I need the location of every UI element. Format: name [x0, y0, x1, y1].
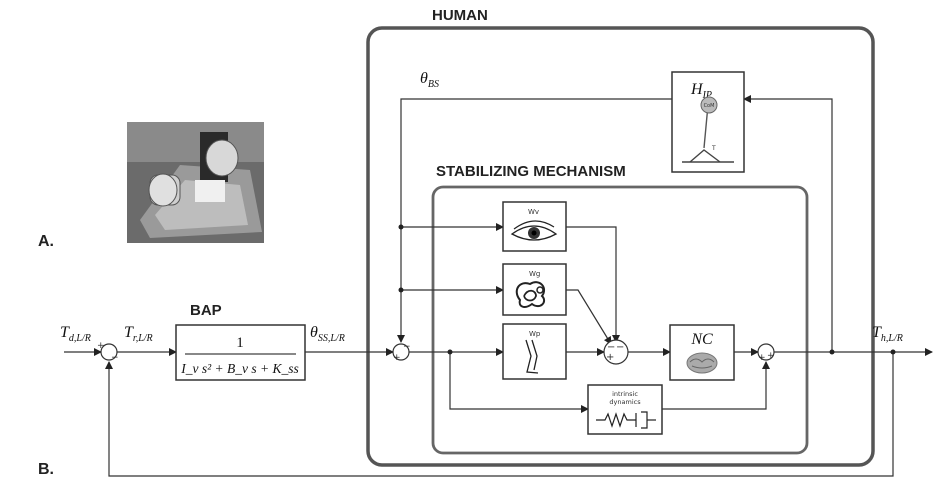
signal-th: Th,L/R: [872, 324, 903, 344]
signal-theta-bs: θBS: [420, 70, 439, 90]
svg-text:−: −: [616, 342, 624, 353]
proprioceptive-block: Wp: [502, 323, 567, 380]
panel-label-a: A.: [38, 233, 54, 250]
summing-junction-sensory: − − +: [603, 339, 629, 365]
svg-text:+: +: [767, 351, 775, 361]
svg-text:Wp: Wp: [529, 330, 541, 338]
svg-text:−: −: [403, 342, 411, 352]
svg-text:Tr,L/R: Tr,L/R: [124, 324, 153, 344]
nc-block: NC: [669, 324, 735, 381]
stabilizing-label: STABILIZING MECHANISM: [436, 163, 626, 180]
svg-text:intrinsic: intrinsic: [612, 390, 638, 398]
svg-text:+: +: [606, 352, 614, 363]
svg-text:NC: NC: [690, 331, 713, 348]
stabilizing-frame: [431, 185, 809, 455]
brain-icon: [686, 352, 718, 374]
signal-td: Td,L/R: [60, 324, 91, 344]
inverted-pendulum-icon: CoM T: [682, 96, 734, 163]
svg-text:−: −: [607, 342, 615, 353]
summing-junction-output: + +: [757, 343, 775, 363]
bap-denominator: I_v s² + B_v s + K_ss: [180, 361, 299, 376]
bap-block: [175, 324, 306, 381]
svg-text:+: +: [758, 353, 766, 363]
inner-ear-icon: [515, 281, 546, 308]
svg-text:Wv: Wv: [528, 208, 539, 216]
platform-photo: [127, 122, 264, 243]
svg-text:Th,L/R: Th,L/R: [872, 324, 903, 344]
bap-title: BAP: [190, 302, 222, 319]
svg-text:−: −: [111, 353, 119, 363]
panel-label-b: B.: [38, 461, 54, 478]
svg-text:HIP: HIP: [690, 81, 712, 101]
visual-block: Wv: [502, 201, 567, 252]
svg-text:+: +: [393, 353, 401, 363]
svg-text:θBS: θBS: [420, 70, 439, 90]
signal-theta-ss: θSS,L/R: [310, 324, 345, 344]
eye-icon: [510, 220, 558, 241]
svg-text:+: +: [97, 341, 105, 351]
human-label: HUMAN: [432, 7, 488, 24]
intrinsic-dynamics-block: intrinsic dynamics: [587, 384, 663, 435]
com-label: CoM: [704, 103, 715, 109]
hip-block: HIP CoM T: [671, 71, 745, 173]
signal-tr: Tr,L/R: [124, 324, 153, 344]
human-frame: [366, 26, 875, 467]
torque-label: T: [711, 145, 716, 152]
svg-text:Wg: Wg: [529, 270, 540, 278]
svg-text:Td,L/R: Td,L/R: [60, 324, 91, 344]
vestibular-block: Wg: [502, 263, 567, 316]
svg-text:θSS,L/R: θSS,L/R: [310, 324, 345, 344]
bap-numerator: 1: [236, 335, 244, 351]
svg-text:dynamics: dynamics: [609, 398, 641, 406]
summing-junction-input: + −: [97, 341, 119, 363]
spring-damper-icon: [596, 411, 656, 429]
summing-junction-human: + −: [392, 342, 411, 363]
leg-icon: [525, 339, 539, 374]
